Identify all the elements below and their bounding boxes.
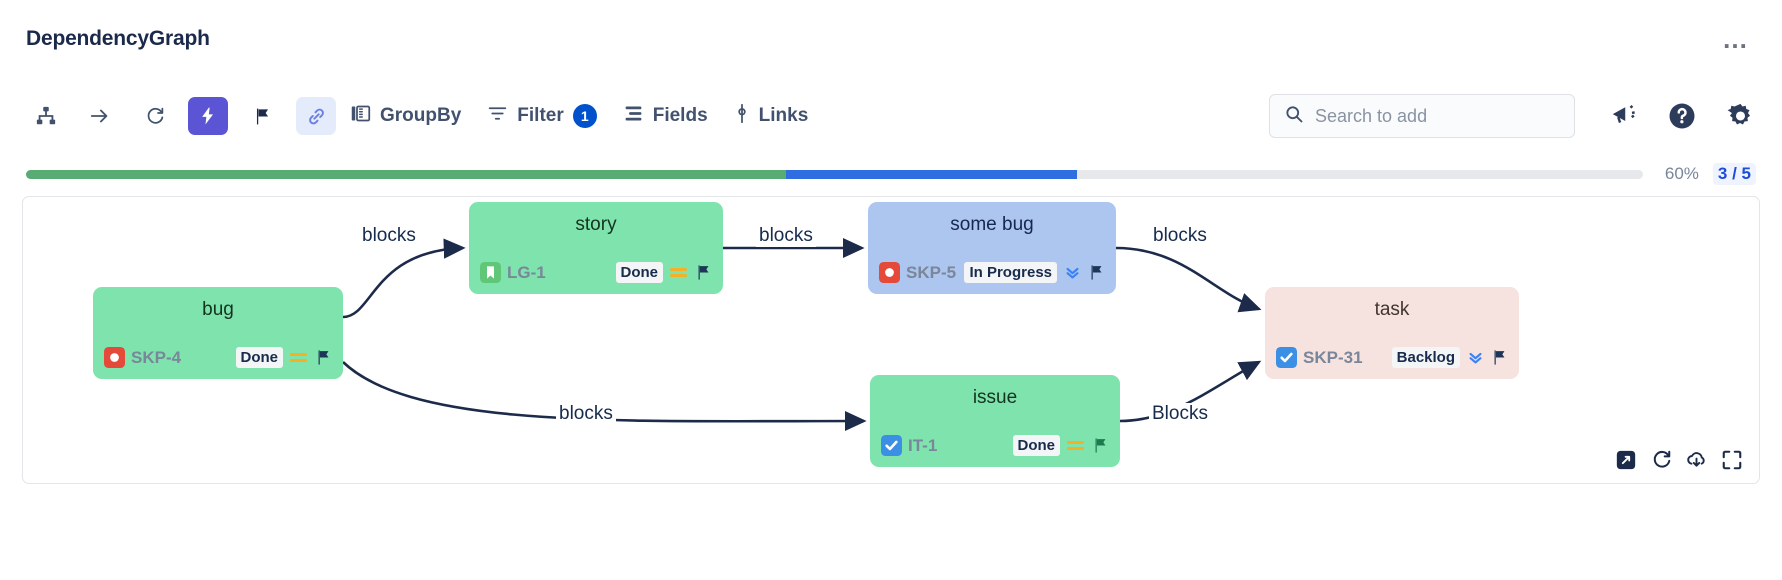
filter-count-badge: 1 — [572, 104, 597, 128]
fields-icon — [623, 103, 644, 130]
progress-row: 60% 3 / 5 — [0, 158, 1782, 190]
refresh-icon[interactable] — [134, 97, 174, 135]
arrow-right-icon[interactable] — [80, 97, 120, 135]
group-by-label: GroupBy — [380, 105, 462, 126]
search-icon — [1284, 104, 1304, 129]
edge-label-somebug-task: blocks — [1150, 225, 1210, 247]
flag-icon — [318, 350, 329, 365]
graph-node-some-bug[interactable]: some bug SKP-5 In Progress — [868, 202, 1116, 294]
help-icon[interactable] — [1667, 101, 1697, 131]
graph-node-issue[interactable]: issue IT-1 Done — [870, 375, 1120, 467]
hierarchy-icon[interactable] — [26, 97, 66, 135]
node-title: some bug — [950, 214, 1034, 235]
node-meta: Backlog — [1391, 347, 1508, 368]
node-meta: In Progress — [964, 262, 1105, 283]
flag-icon — [1091, 265, 1102, 280]
fullscreen-icon[interactable] — [1721, 449, 1743, 471]
priority-medium-icon — [1067, 440, 1084, 450]
filter-button[interactable]: Filter 1 — [487, 103, 597, 130]
expand-diagonal-icon[interactable] — [1615, 449, 1637, 471]
settings-gear-icon[interactable] — [1725, 101, 1756, 132]
node-key-label: IT-1 — [908, 435, 938, 455]
status-badge: Backlog — [1391, 347, 1460, 368]
node-key-label: SKP-31 — [1303, 347, 1363, 367]
node-title: issue — [972, 387, 1018, 408]
edge-label-bug-issue: blocks — [556, 403, 616, 425]
node-title: story — [575, 214, 617, 235]
node-row: SKP-4 Done — [93, 347, 343, 379]
edge-label-story-somebug: blocks — [756, 225, 816, 247]
node-key[interactable]: SKP-31 — [1276, 347, 1363, 368]
lightning-icon[interactable] — [188, 97, 228, 135]
graph-edges — [342, 237, 1262, 432]
flag-icon — [698, 265, 709, 280]
download-cloud-icon[interactable] — [1685, 449, 1708, 471]
status-badge: In Progress — [964, 262, 1057, 283]
edge-label-bug-story: blocks — [359, 225, 419, 247]
app-header: DependencyGraph … — [0, 0, 1782, 78]
page-title: DependencyGraph — [26, 27, 210, 50]
graph-node-task[interactable]: task SKP-31 Backlog — [1265, 287, 1519, 379]
flag-icon — [1095, 438, 1106, 453]
columns-icon — [350, 103, 371, 130]
priority-down-icon — [1469, 352, 1482, 364]
node-meta: Done — [615, 262, 713, 283]
status-badge: Done — [615, 262, 663, 283]
node-key-label: LG-1 — [507, 262, 546, 282]
node-meta: Done — [1012, 435, 1110, 456]
refresh-icon[interactable] — [1650, 449, 1672, 471]
progress-segment-green — [26, 169, 786, 179]
filter-icon — [487, 103, 508, 130]
announcement-icon[interactable] — [1609, 101, 1639, 131]
bug-icon — [104, 347, 125, 368]
links-button[interactable]: Links — [734, 103, 809, 130]
bug-icon — [879, 262, 900, 283]
links-label: Links — [758, 105, 809, 126]
node-key-label: SKP-4 — [131, 347, 182, 367]
flag-icon — [1494, 350, 1505, 365]
task-check-icon — [1276, 347, 1297, 368]
filter-label: Filter — [517, 105, 564, 126]
search-input[interactable] — [1315, 105, 1560, 127]
node-title: task — [1374, 299, 1410, 320]
node-row: IT-1 Done — [870, 435, 1120, 467]
node-key[interactable]: LG-1 — [480, 262, 546, 283]
kebab-menu-icon[interactable]: … — [1722, 24, 1750, 54]
story-bookmark-icon — [480, 262, 501, 283]
status-badge: Done — [235, 347, 283, 368]
progress-fraction: 3 / 5 — [1712, 163, 1756, 185]
node-row: LG-1 Done — [469, 262, 723, 294]
progress-segment-blue — [785, 169, 1077, 179]
canvas-controls — [1615, 449, 1743, 471]
graph-node-story[interactable]: story LG-1 Done — [469, 202, 723, 294]
progress-bar — [26, 169, 1643, 179]
search-box[interactable] — [1269, 94, 1575, 138]
node-key[interactable]: IT-1 — [881, 435, 937, 456]
edge-label-issue-task: Blocks — [1149, 403, 1211, 425]
graph-node-bug[interactable]: bug SKP-4 Done — [93, 287, 343, 379]
node-row: SKP-31 Backlog — [1265, 347, 1519, 379]
node-key-label: SKP-5 — [906, 262, 957, 282]
node-key[interactable]: SKP-5 — [879, 262, 956, 283]
fields-label: Fields — [652, 105, 708, 126]
progress-percent: 60% — [1664, 164, 1699, 183]
priority-medium-icon — [670, 267, 687, 277]
node-meta: Done — [235, 347, 333, 368]
priority-medium-icon — [290, 352, 307, 362]
links-icon — [734, 103, 750, 130]
fields-button[interactable]: Fields — [623, 103, 708, 130]
link-icon[interactable] — [296, 97, 336, 135]
status-badge: Done — [1012, 435, 1060, 456]
task-check-icon — [881, 435, 902, 456]
node-title: bug — [202, 299, 234, 320]
node-key[interactable]: SKP-4 — [104, 347, 181, 368]
priority-down-icon — [1066, 267, 1079, 279]
graph-canvas[interactable]: blocks blocks blocks blocks Blocks bug S… — [22, 196, 1760, 484]
group-by-button[interactable]: GroupBy — [350, 103, 461, 130]
toolbar: GroupBy Filter 1 Fields — [0, 78, 1782, 154]
node-row: SKP-5 In Progress — [868, 262, 1116, 294]
flag-icon[interactable] — [242, 97, 282, 135]
